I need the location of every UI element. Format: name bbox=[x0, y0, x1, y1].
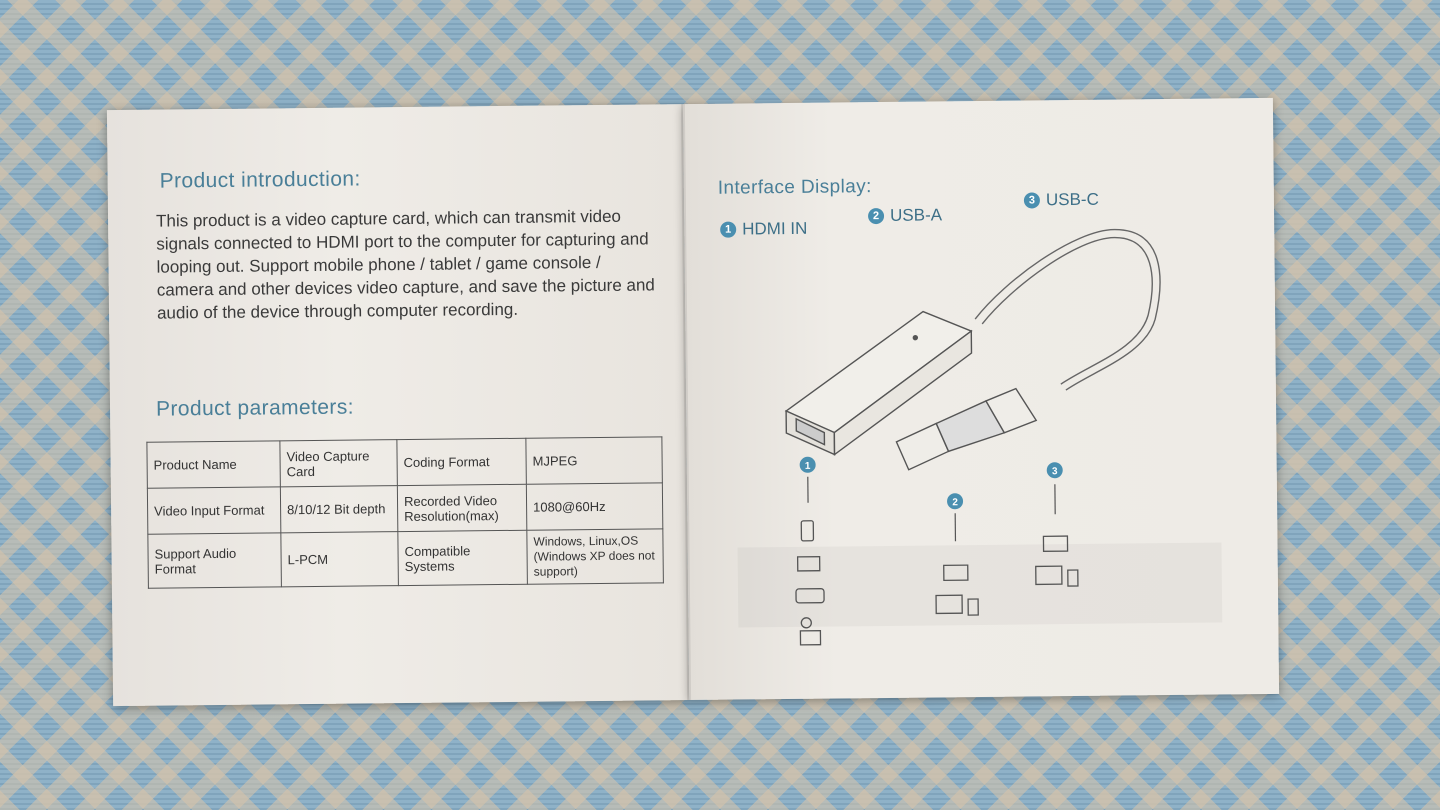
phone-icon-usb-a bbox=[967, 598, 979, 616]
left-page: Product introduction: This product is a … bbox=[106, 104, 690, 707]
laptop-icon-usb-c bbox=[1042, 535, 1069, 552]
intro-text: This product is a video capture card, wh… bbox=[155, 206, 655, 323]
table-cell: Product Name bbox=[146, 440, 281, 489]
table-row: Video Input Format 8/10/12 Bit depth Rec… bbox=[147, 482, 663, 535]
table-cell: Support Audio Format bbox=[147, 532, 282, 589]
right-page: Interface Display: 1 HDMI IN 2 USB-A 3 U… bbox=[682, 97, 1280, 701]
game-console-icon bbox=[795, 588, 825, 604]
capture-card-body bbox=[784, 310, 973, 456]
desktop-icon-usb-c bbox=[1035, 565, 1063, 586]
table-cell: L-PCM bbox=[280, 531, 399, 587]
product-parameters-table: Product Name Video Capture Card Coding F… bbox=[146, 436, 664, 589]
laptop-icon-usb-a bbox=[943, 564, 969, 582]
table-cell: MJPEG bbox=[525, 436, 663, 485]
connector-lines bbox=[807, 476, 1056, 542]
table-cell: Video Input Format bbox=[147, 486, 281, 535]
laptop-icon bbox=[796, 556, 821, 572]
svg-text:1: 1 bbox=[805, 461, 811, 472]
table-cell: Compatible Systems bbox=[397, 530, 528, 586]
camera-body-icon bbox=[799, 630, 822, 646]
table-cell: Windows, Linux,OS (Windows XP does not s… bbox=[526, 528, 664, 585]
phone-icon-usb-c bbox=[1067, 569, 1079, 587]
svg-text:3: 3 bbox=[1052, 466, 1058, 477]
connector-badges bbox=[799, 456, 1063, 510]
table-cell: 1080@60Hz bbox=[526, 482, 663, 531]
intro-heading: Product introduction: bbox=[159, 167, 361, 193]
table-row: Support Audio Format L-PCM Compatible Sy… bbox=[147, 528, 664, 589]
desktop-icon-usb-a bbox=[935, 594, 963, 615]
params-heading: Product parameters: bbox=[155, 395, 355, 421]
table-cell: Recorded Video Resolution(max) bbox=[397, 484, 527, 532]
table-cell: 8/10/12 Bit depth bbox=[280, 485, 398, 533]
cable-illustration bbox=[974, 228, 1161, 391]
phone-icon bbox=[800, 520, 815, 542]
camera-icon bbox=[800, 617, 812, 629]
table-cell: Coding Format bbox=[396, 438, 527, 486]
table-cell: Video Capture Card bbox=[279, 439, 398, 487]
svg-text:2: 2 bbox=[952, 497, 958, 508]
capture-card-illustration: 1 2 3 bbox=[784, 228, 1161, 646]
usb-connector bbox=[895, 387, 1038, 471]
table-row: Product Name Video Capture Card Coding F… bbox=[146, 436, 663, 489]
open-manual-booklet: Product introduction: This product is a … bbox=[106, 97, 1280, 707]
